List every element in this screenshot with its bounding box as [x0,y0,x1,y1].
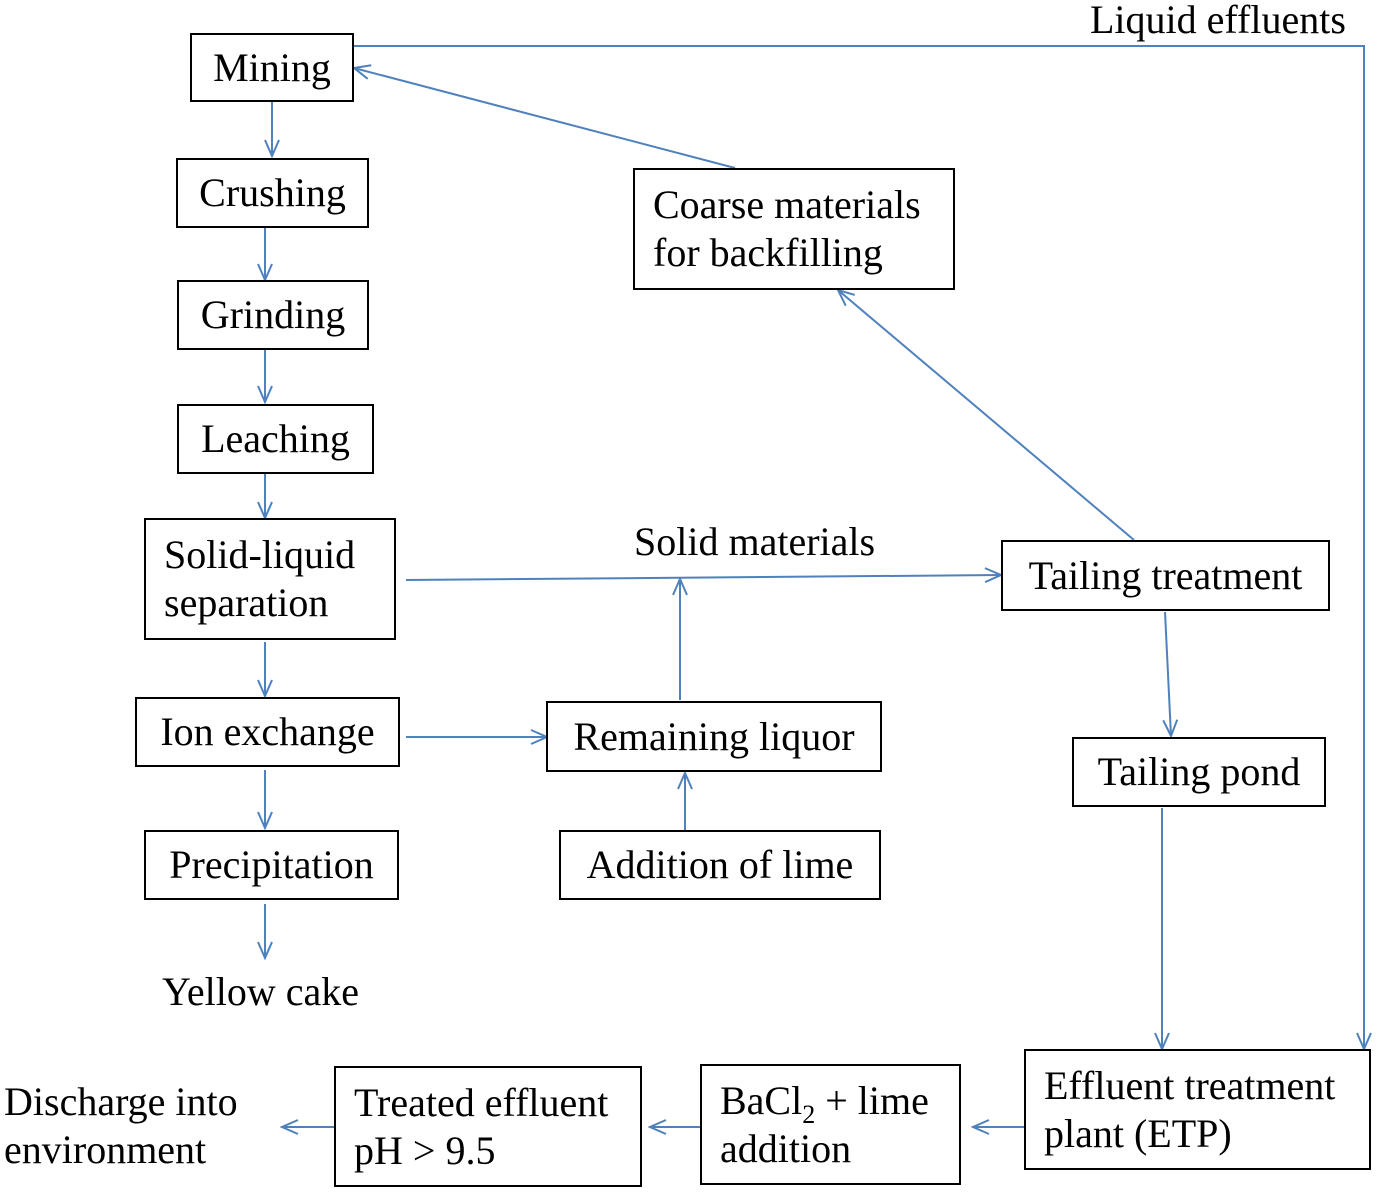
arrow-tailing-pond [1165,611,1171,736]
node-ion-exchange: Ion exchange [135,697,400,767]
arrow-tailing-coarse [838,290,1135,541]
node-separation-line2: separation [164,580,329,625]
label-liquid-effluents: Liquid effluents [1090,0,1346,42]
label-discharge-line2: environment [4,1127,207,1172]
arrow-liquid-effluents [354,45,1364,1049]
node-grinding-label: Grinding [200,292,346,337]
node-tailing-pond-label: Tailing pond [1097,749,1301,794]
node-remaining-liquor-label: Remaining liquor [573,713,855,759]
node-mining: Mining [190,33,354,102]
node-tailing-pond: Tailing pond [1072,737,1326,807]
node-precipitation: Precipitation [144,830,399,900]
node-mining-label: Mining [213,44,331,90]
node-tailing-treatment: Tailing treatment [1001,540,1330,611]
node-bacl2-lime-addition: BaCl2 + lime addition [700,1064,961,1185]
node-separation-line1: Solid-liquid [164,532,356,577]
node-effluent-treatment-plant: Effluent treatment plant (ETP) [1024,1049,1371,1170]
bacl2-formula: BaCl [720,1077,803,1123]
node-addition-of-lime-label: Addition of lime [586,842,854,887]
node-remaining-liquor: Remaining liquor [546,701,882,772]
label-discharge-line1: Discharge into [4,1079,238,1124]
node-precipitation-label: Precipitation [169,842,374,887]
node-bacl2-line2: addition [720,1125,852,1171]
bacl2-rest: + lime [815,1077,929,1123]
node-grinding: Grinding [177,280,369,350]
node-treated-line2: pH > 9.5 [354,1127,496,1173]
node-tailing-treatment-label: Tailing treatment [1028,552,1303,598]
node-coarse-materials: Coarse materials for backfilling [633,168,955,290]
label-solid-materials: Solid materials [634,519,876,564]
node-leaching-label: Leaching [201,416,350,461]
node-ion-exchange-label: Ion exchange [160,709,375,754]
node-bacl2-line1: BaCl2 + lime [720,1077,959,1128]
arrow-coarse-mining [354,68,736,169]
node-solid-liquid-separation: Solid-liquid separation [144,518,396,640]
node-leaching: Leaching [177,404,374,474]
node-treated-effluent: Treated effluent pH > 9.5 [334,1066,642,1187]
node-etp-line1: Effluent treatment [1044,1062,1336,1108]
node-treated-line1: Treated effluent [354,1079,609,1125]
node-coarse-line2: for backfilling [653,230,883,275]
bacl2-subscript: 2 [802,1099,816,1129]
node-etp-line2: plant (ETP) [1044,1110,1232,1156]
arrow-separation-tailing [405,575,1001,580]
node-addition-of-lime: Addition of lime [559,830,881,900]
node-crushing: Crushing [176,158,369,228]
node-crushing-label: Crushing [199,170,346,215]
node-coarse-line1: Coarse materials [653,182,921,227]
label-discharge: Discharge into environment [4,1078,238,1174]
label-yellow-cake: Yellow cake [162,969,360,1014]
